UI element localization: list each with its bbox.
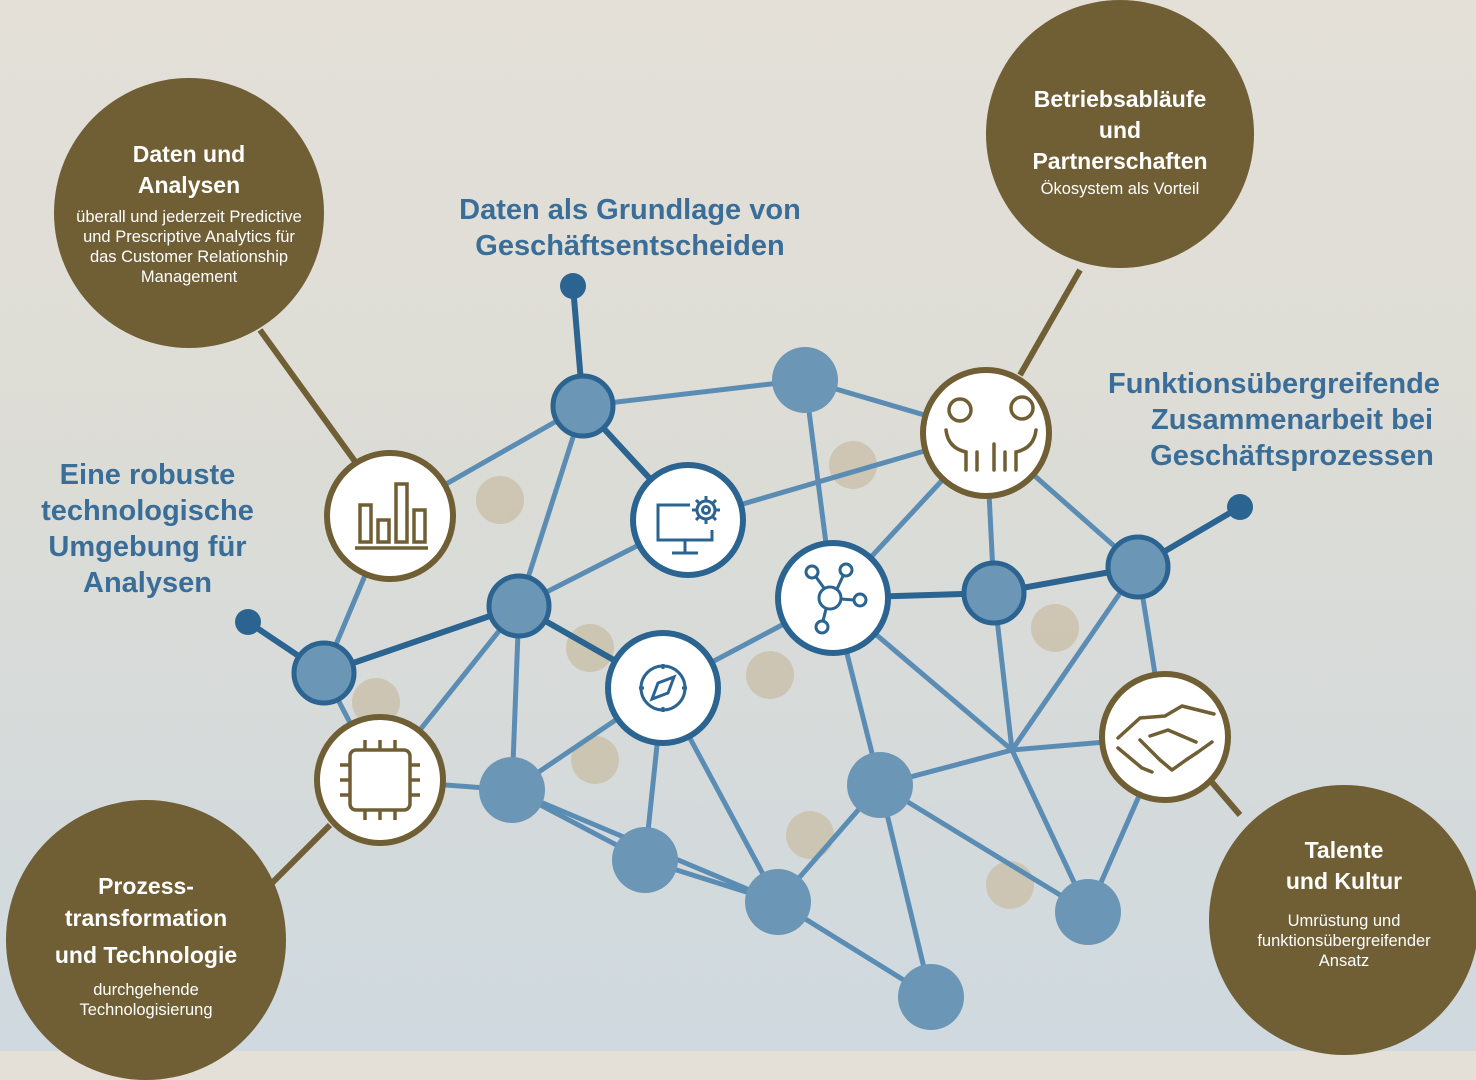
label-environment-line-4: Analysen [83,567,212,599]
network-diagram [235,268,1253,1030]
label-decisions-line-1: Daten als Grundlage von [459,194,801,226]
monitor-gear-icon [630,462,746,578]
bubble-talent-title-2: und Kultur [1285,868,1403,894]
label-environment-line-2: technologische [41,495,254,527]
outlined-nodes [291,373,1171,706]
handshake-icon [1099,671,1231,803]
bubble-data-title: Daten und Analysen [132,141,246,198]
bubble-process-title-3: und Technologie [54,942,238,968]
bubble-data-subtitle: überall und jederzeit Predictive und Pre… [76,208,302,286]
bubble-process-subtitle-2: Technologisierung [79,1001,213,1019]
bubble-talent-title-1: Talente [1304,837,1384,863]
bubble-talent-subtitle-3: Ansatz [1318,952,1370,970]
bubble-ops-title-1: Betriebsabläufe [1033,86,1207,112]
bubble-process-subtitle-1: durchgehende [93,981,199,999]
network-links [321,377,1168,1000]
pin-dots [235,273,1253,635]
bubble-ops-subtitle: Ökosystem als Vorteil [1040,180,1200,198]
label-decisions: Daten als Grundlage von Geschäftsentsche… [430,192,830,264]
label-environment-line-1: Eine robuste [59,459,236,491]
bubble-ops-title-2: und [1098,117,1142,143]
bubble-process: Prozess- transformation und Technologie … [6,800,286,1080]
bubble-connectors [247,268,1243,908]
bubble-talent-subtitle-1: Umrüstung und [1287,912,1401,930]
chip-icon [314,714,446,846]
label-decisions-line-2: Geschäftsentscheiden [475,230,785,262]
label-collaboration-line-1: Funktionsübergreifende [1108,368,1440,400]
bubble-talent: Talente und Kultur Umrüstung und funktio… [1209,785,1476,1055]
label-environment: Eine robuste technologische Umgebung für… [20,457,275,601]
bubble-process-title-2: transformation [64,905,228,931]
label-environment-line-3: Umgebung für [48,531,247,563]
people-icon [920,367,1052,499]
bubble-operations: Betriebsabläufe und Partnerschaften Ökos… [986,0,1254,268]
label-collaboration-line-2: Zusammenarbeit bei [1150,404,1434,436]
compass-icon [605,630,721,746]
bubble-data-analytics: Daten und Analysen überall und jederzeit… [54,78,324,348]
bar-chart-icon [324,450,456,582]
bubble-process-title-1: Prozess- [98,873,194,899]
label-collaboration-line-3: Geschäftsprozessen [1150,440,1434,472]
bubble-ops-title-3: Partnerschaften [1032,148,1208,174]
network-icon [775,540,891,656]
bubble-talent-subtitle-2: funktionsübergreifender [1257,932,1431,950]
plain-nodes [479,347,1121,1030]
label-collaboration: Funktionsübergreifende Zusammenarbeit be… [1108,366,1476,474]
